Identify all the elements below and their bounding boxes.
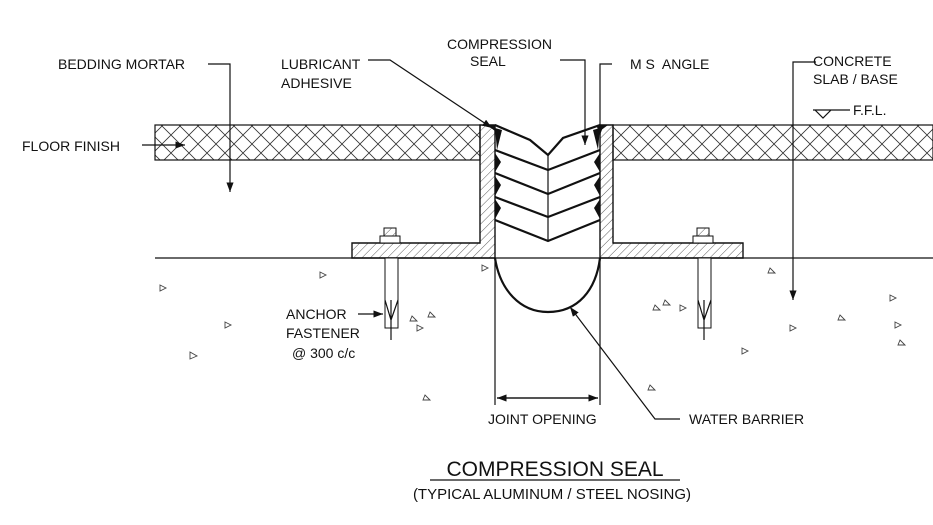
anchor-fastener-left (379, 227, 401, 340)
label-slab-base: SLAB / BASE (813, 71, 898, 87)
leader-lines (142, 59, 850, 420)
label-anchor: ANCHOR (286, 306, 347, 322)
label-floor-finish: FLOOR FINISH (22, 138, 120, 154)
label-bedding-mortar: BEDDING MORTAR (58, 56, 185, 72)
label-seal: SEAL (470, 53, 506, 69)
label-ffl: F.F.L. (853, 102, 886, 118)
drawing-subtitle: (TYPICAL ALUMINUM / STEEL NOSING) (413, 486, 691, 503)
label-lubricant: LUBRICANT (281, 56, 361, 72)
label-spacing: @ 300 c/c (292, 345, 355, 361)
label-compression: COMPRESSION (447, 36, 552, 52)
floor-finish-layer (154, 124, 933, 161)
label-joint-opening: JOINT OPENING (488, 411, 597, 427)
label-fastener: FASTENER (286, 325, 360, 341)
water-barrier-bulb (493, 257, 602, 314)
label-adhesive: ADHESIVE (281, 75, 352, 91)
concrete-aggregate (159, 264, 907, 401)
drawing-title: COMPRESSION SEAL (446, 458, 663, 481)
label-concrete: CONCRETE (813, 53, 892, 69)
anchor-fastener-right (692, 227, 714, 340)
label-water-barrier: WATER BARRIER (689, 411, 804, 427)
compression-seal (487, 123, 608, 314)
label-ms-angle: M S ANGLE (630, 56, 709, 72)
